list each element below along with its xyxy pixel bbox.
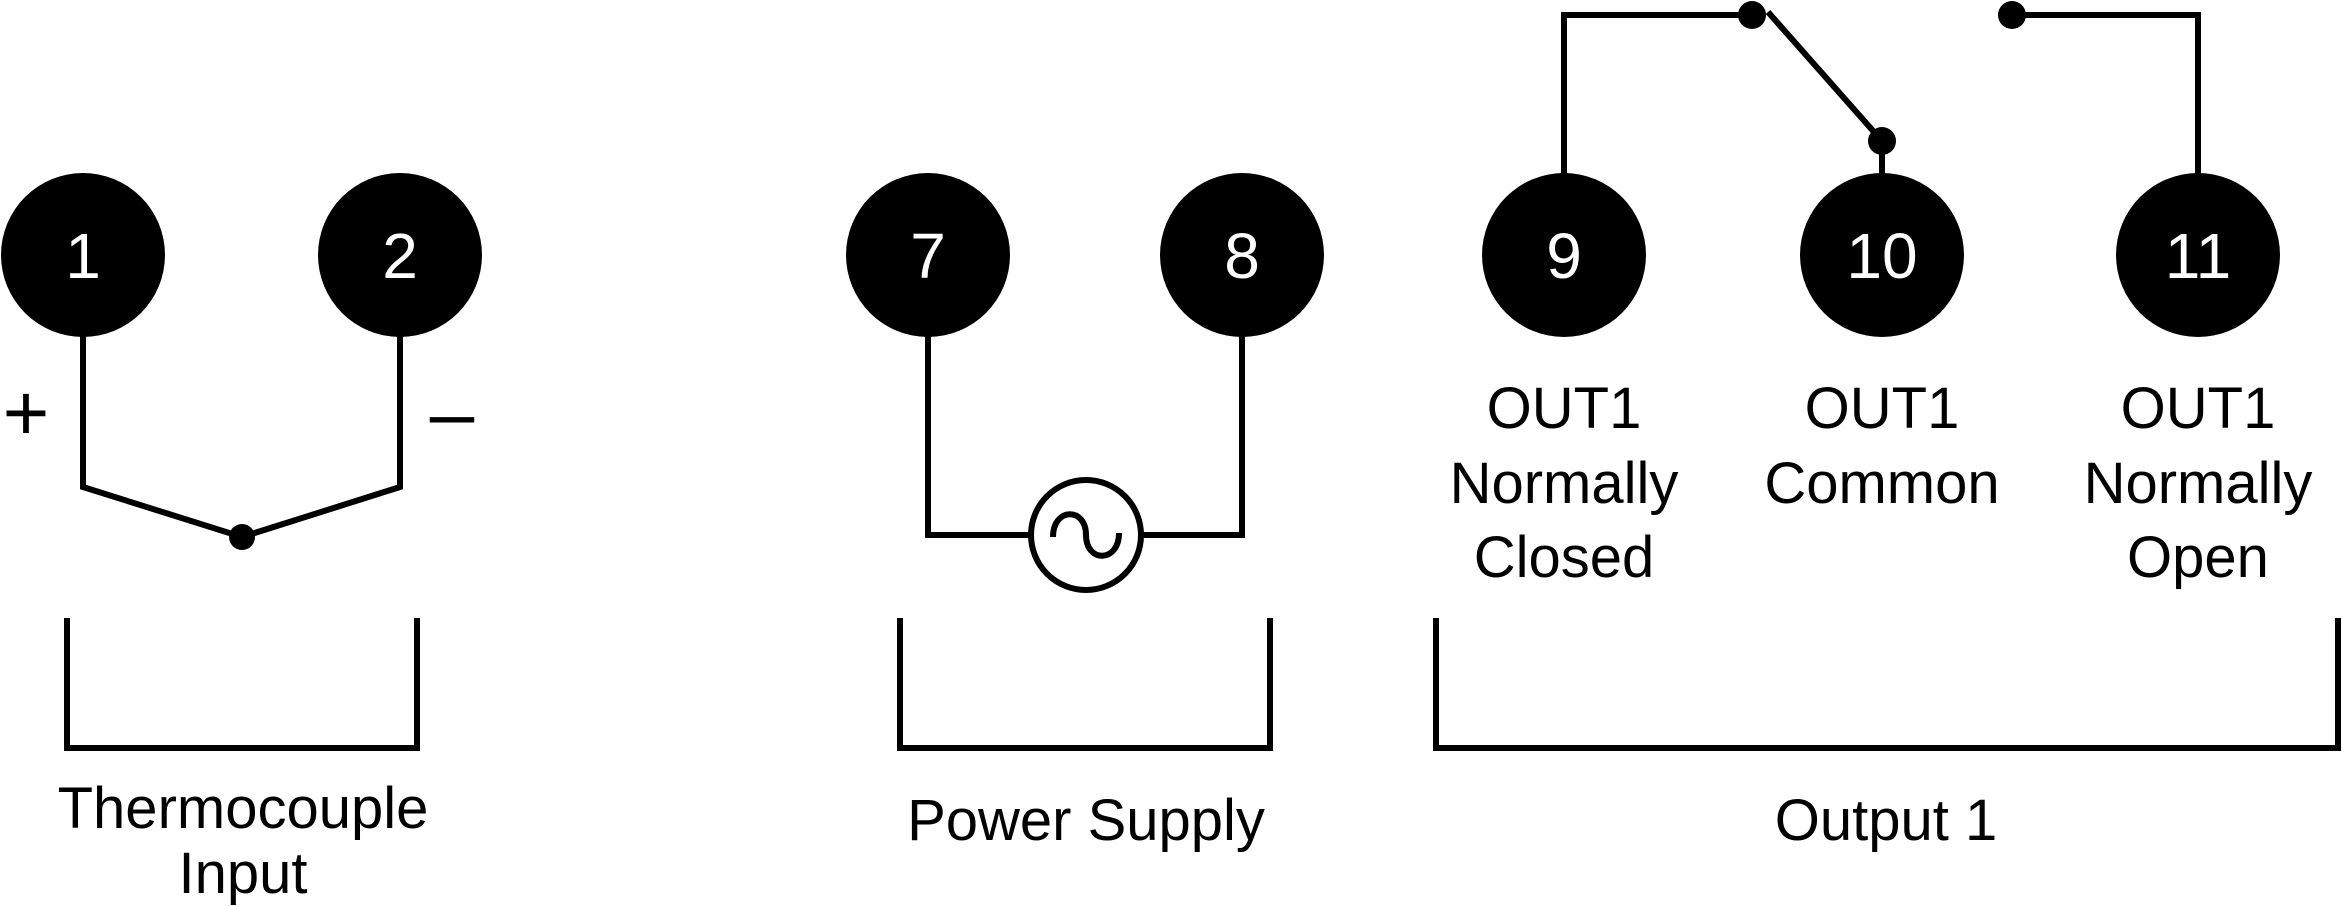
power-bracket [897, 618, 1273, 751]
terminal-8-label: 8 [1224, 220, 1260, 292]
terminal-9 [1482, 173, 1646, 337]
nc-label-line1: OUT1 [1487, 376, 1642, 441]
nc-label-line2: Normally [1450, 451, 1679, 516]
com-label-line2: Common [1764, 451, 1999, 516]
nc-contact-dot [1738, 1, 1766, 29]
terminal-2-label: 2 [382, 220, 418, 292]
terminal-11 [2116, 173, 2280, 337]
thermocouple-junction-dot [229, 524, 255, 550]
no-label-line1: OUT1 [2121, 376, 2276, 441]
thermocouple-bracket [64, 618, 420, 751]
com-label-line1: OUT1 [1805, 376, 1960, 441]
output1-group-label: Output 1 [1775, 788, 1997, 853]
power-wire-left [925, 255, 1031, 538]
thermocouple-group: 1 2 + – Thermocouple Input [1, 173, 482, 906]
nc-label-line3: Closed [1474, 525, 1655, 590]
terminal-2 [318, 173, 482, 337]
output1-bracket [1433, 618, 2341, 751]
thermocouple-group-label-line2: Input [179, 841, 308, 906]
terminal-11-label: 11 [2165, 220, 2231, 292]
terminal-10-label: 10 [1846, 220, 1917, 292]
plus-sign: + [3, 368, 50, 457]
output1-group: 9 10 11 OUT1 Normally Closed OUT1 Common… [1433, 1, 2341, 853]
terminal-7 [846, 173, 1010, 337]
terminal-10 [1800, 173, 1964, 337]
common-contact-dot [1868, 127, 1896, 155]
terminal-9-label: 9 [1546, 220, 1582, 292]
ac-sine-source-icon [1028, 477, 1144, 593]
terminal-7-label: 7 [910, 220, 946, 292]
no-contact-dot [1998, 1, 2026, 29]
no-label-line2: Normally [2084, 451, 2313, 516]
power-group-label: Power Supply [907, 788, 1265, 853]
minus-sign: – [430, 368, 475, 457]
thermocouple-group-label-line1: Thermocouple [58, 776, 429, 841]
power-wire-right [1141, 255, 1245, 538]
power-supply-group: 7 8 Power Supply [846, 173, 1324, 853]
terminal-8 [1160, 173, 1324, 337]
terminal-1 [1, 173, 165, 337]
no-label-line3: Open [2127, 525, 2269, 590]
terminal-1-label: 1 [65, 220, 101, 292]
